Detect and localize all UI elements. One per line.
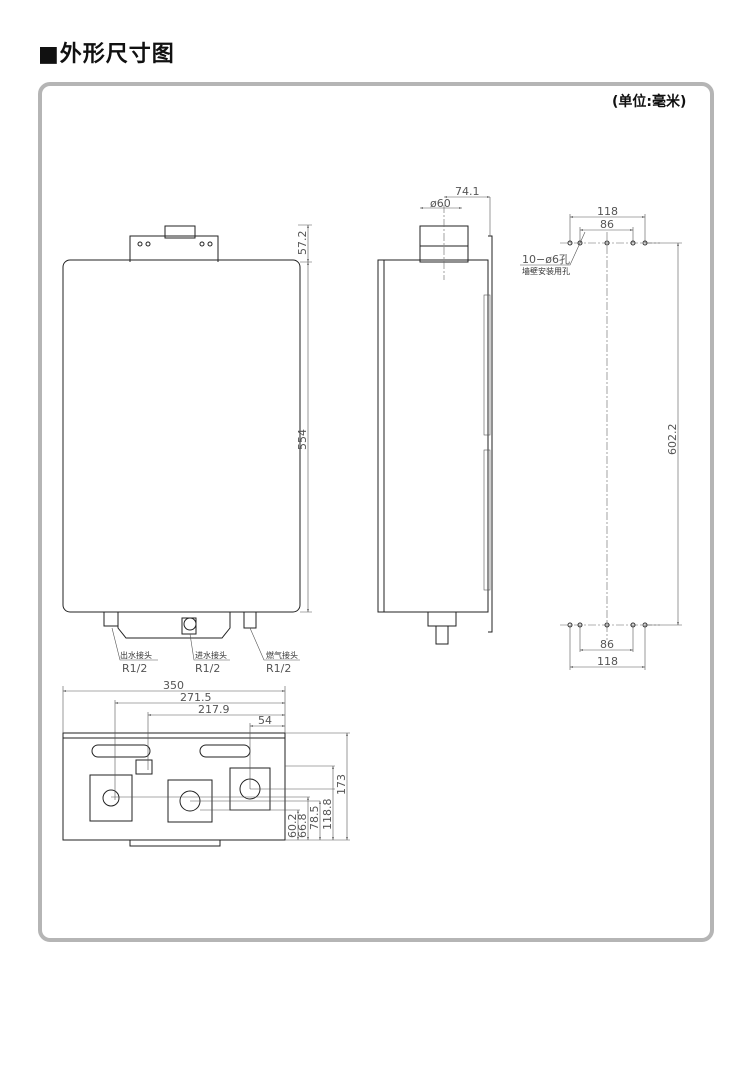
dim-78-5: 78.5 bbox=[308, 806, 321, 831]
dim-86-top: 86 bbox=[600, 218, 614, 231]
front-body bbox=[62, 259, 301, 613]
bottom-view: 350 271.5 217.9 54 60.2 66.8 78.5 118.8 … bbox=[62, 679, 350, 847]
dim-57-2: 57.2 bbox=[296, 231, 309, 256]
dim-173: 173 bbox=[335, 774, 348, 795]
drawing-frame bbox=[38, 82, 714, 942]
dim-118-8: 118.8 bbox=[321, 799, 334, 831]
connector-inlet-label: 进水接头 bbox=[195, 650, 227, 660]
page-title: ■外形尺寸图 bbox=[38, 42, 175, 67]
hole-note: 10−ø6孔 bbox=[522, 253, 570, 266]
connector-gas-label: 燃气接头 bbox=[266, 650, 298, 660]
unit-label: (单位:毫米) bbox=[612, 94, 687, 110]
side-view: 74.1 ø60 bbox=[377, 185, 493, 645]
dim-554: 554 bbox=[296, 429, 309, 450]
gas-connector bbox=[243, 611, 257, 629]
dim-118-top: 118 bbox=[597, 205, 618, 218]
dim-118-bottom: 118 bbox=[597, 655, 618, 668]
dim-602-2: 602.2 bbox=[666, 424, 679, 456]
outlet-connector bbox=[103, 611, 119, 627]
dim-54: 54 bbox=[258, 714, 272, 727]
side-body bbox=[377, 259, 489, 613]
dim-60-2: 60.2 bbox=[286, 814, 299, 839]
outlet-port bbox=[89, 774, 133, 822]
connector-inlet-size: R1/2 bbox=[195, 662, 220, 675]
dim-66-8: 66.8 bbox=[296, 814, 309, 839]
front-view: 57.2 554 出水接头 R1/2 进水接头 R1/2 燃气接头 R1/2 bbox=[62, 224, 312, 675]
hole-description: 墙壁安装用孔 bbox=[522, 266, 570, 276]
flue-top bbox=[164, 225, 196, 239]
dim-271-5: 271.5 bbox=[180, 691, 212, 704]
dim-86-bottom: 86 bbox=[600, 638, 614, 651]
dim-74-1: 74.1 bbox=[455, 185, 480, 198]
wall-mount-layout: 118 86 10−ø6孔 墙壁安装用孔 602.2 86 118 bbox=[520, 205, 682, 670]
dim-350: 350 bbox=[163, 679, 184, 692]
connector-outlet-size: R1/2 bbox=[122, 662, 147, 675]
mount-bracket bbox=[129, 235, 219, 262]
connector-outlet-label: 出水接头 bbox=[120, 650, 152, 660]
dim-217-9: 217.9 bbox=[198, 703, 230, 716]
dim-flue-diameter: ø60 bbox=[430, 197, 451, 210]
bottom-body bbox=[62, 732, 286, 841]
connector-gas-size: R1/2 bbox=[266, 662, 291, 675]
